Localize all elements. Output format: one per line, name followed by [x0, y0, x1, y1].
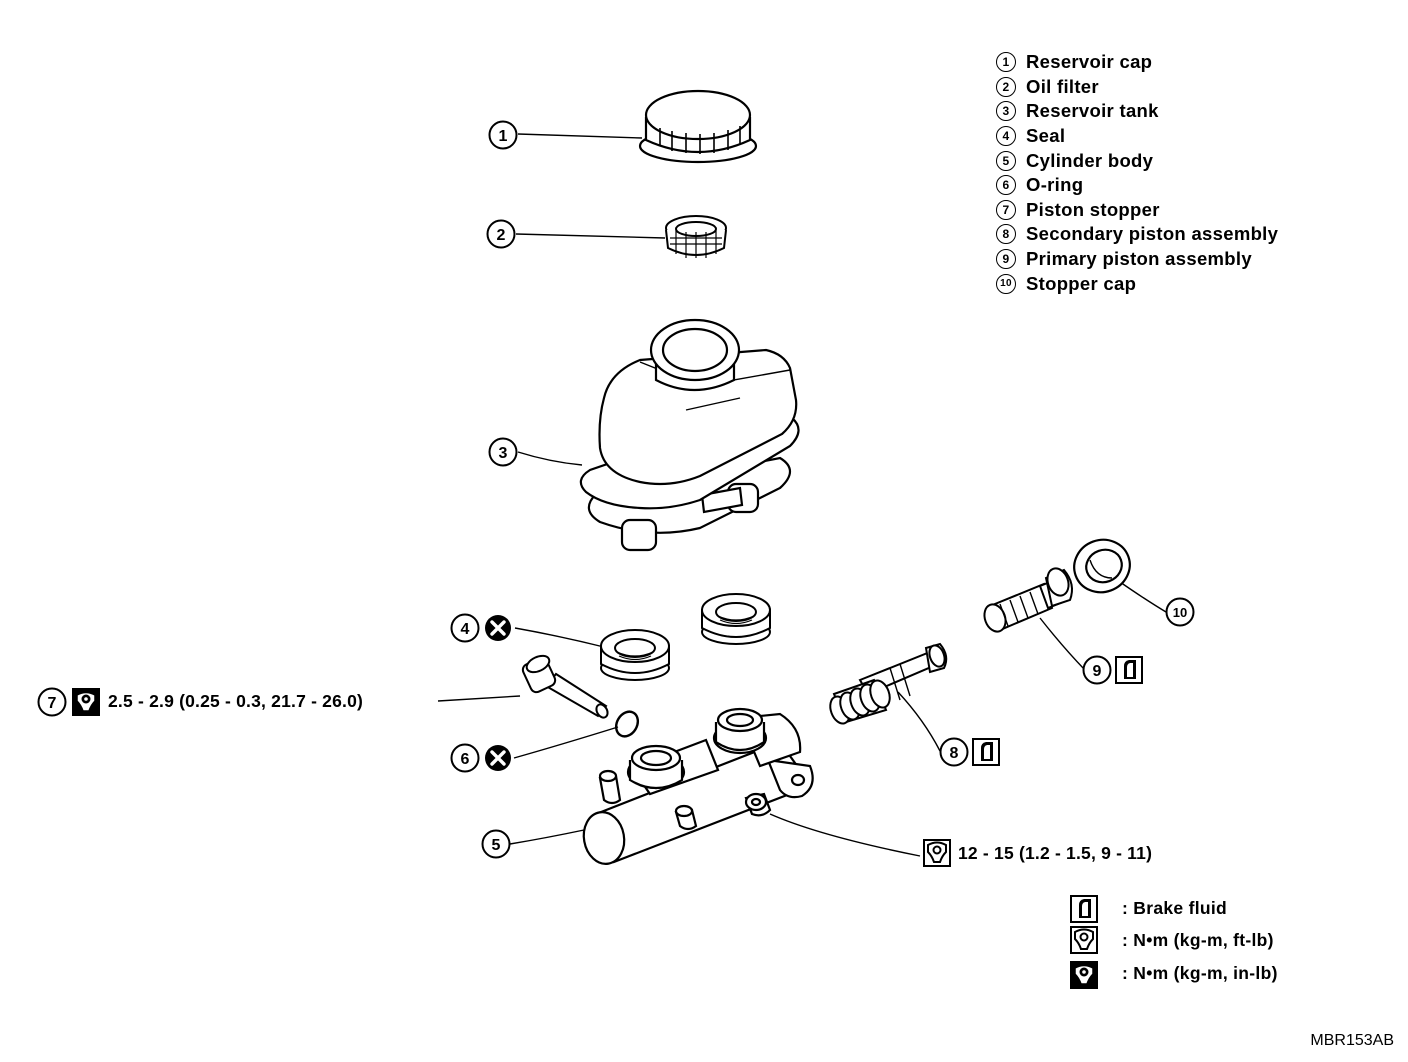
torque-spec-cylinder-bolt: 12 - 15 (1.2 - 1.5, 9 - 11): [958, 843, 1153, 863]
stopper-cap-part: [1073, 538, 1131, 594]
reservoir-cap-part: [638, 89, 758, 164]
svg-text:9: 9: [1093, 663, 1102, 680]
oil-filter-part: [665, 215, 727, 258]
callout-10: 10: [1165, 597, 1195, 627]
cylinder-body-part: [582, 707, 814, 865]
callout-7: 7: [37, 687, 67, 717]
callout-6: 6: [450, 743, 480, 773]
svg-text:2: 2: [497, 227, 506, 244]
replace-x-icon: [483, 743, 513, 773]
svg-text:7: 7: [48, 695, 57, 712]
piston-stopper-part: [521, 654, 609, 719]
callout-3: 3: [488, 437, 518, 467]
o-ring-part: [614, 710, 640, 738]
torque-wrench-inlb-icon: [72, 688, 100, 716]
torque-spec-piston-stopper: 2.5 - 2.9 (0.25 - 0.3, 21.7 - 26.0): [108, 691, 364, 711]
reservoir-tank-part: [579, 318, 800, 552]
torque-wrench-icon: [923, 839, 951, 867]
svg-text:6: 6: [461, 751, 470, 768]
svg-text:8: 8: [950, 745, 959, 762]
svg-text:3: 3: [499, 445, 508, 462]
leader-lines: [437, 133, 1167, 857]
replace-x-icon: [483, 613, 513, 643]
brake-fluid-icon: [972, 738, 1000, 766]
key-brake-fluid: : Brake fluid: [1122, 897, 1228, 918]
seal-part: [600, 593, 771, 681]
brake-fluid-icon: [1115, 656, 1143, 684]
callout-8: 8: [939, 737, 969, 767]
key-torque-inlb: : N•m (kg-m, in-lb): [1122, 962, 1278, 983]
svg-text:10: 10: [1173, 605, 1187, 620]
callout-2: 2: [486, 219, 516, 249]
key-torque-ftlb: : N•m (kg-m, ft-lb): [1122, 929, 1274, 950]
callout-9: 9: [1082, 655, 1112, 685]
callout-1: 1: [488, 120, 518, 150]
callout-5: 5: [481, 829, 511, 859]
primary-piston-part: [983, 567, 1073, 633]
svg-text:4: 4: [461, 621, 470, 638]
figure-code: MBR153AB: [1310, 1032, 1394, 1049]
svg-text:1: 1: [499, 128, 508, 145]
svg-text:5: 5: [492, 837, 501, 854]
callout-4: 4: [450, 613, 480, 643]
secondary-piston-part: [829, 642, 948, 725]
